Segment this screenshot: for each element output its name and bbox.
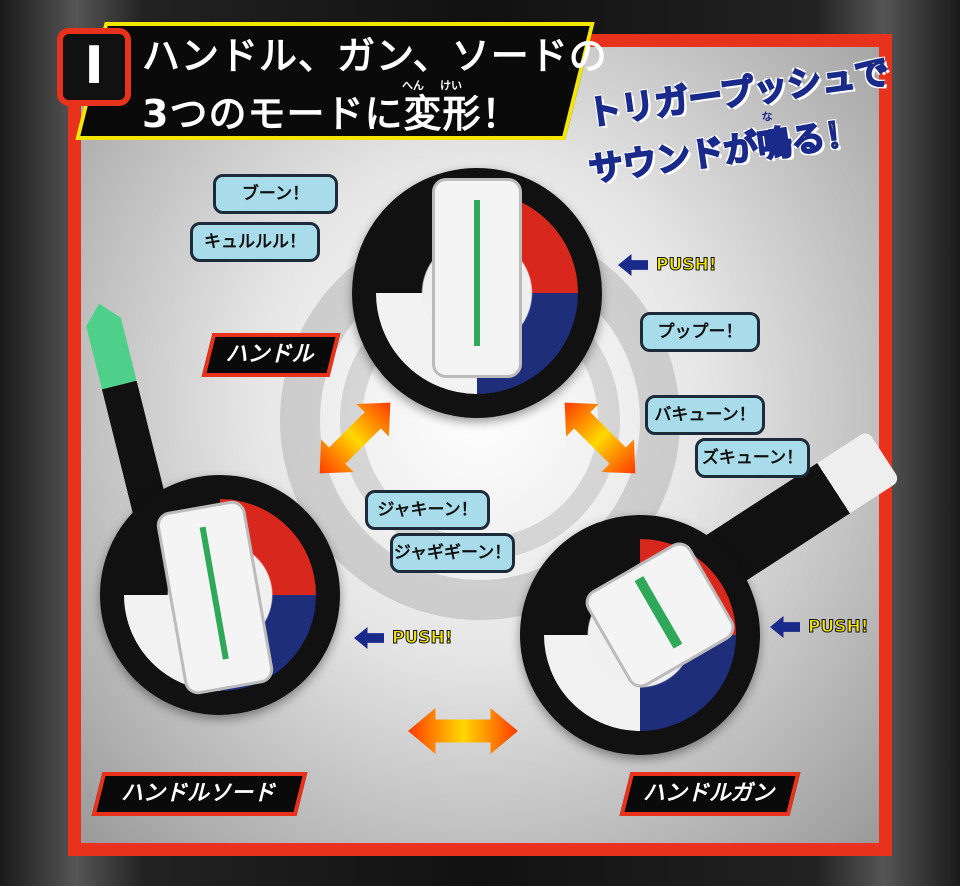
sound-bubble: プップー！ bbox=[640, 312, 760, 352]
sound-bubble: バキューン！ bbox=[645, 395, 765, 435]
sound-bubble: キュルルル！ bbox=[190, 222, 320, 262]
mode-label-handle-gun: ハンドルガン bbox=[619, 772, 801, 816]
arrow-left-icon bbox=[618, 254, 648, 276]
push-label: PUSH! bbox=[808, 617, 869, 638]
sound-bubble: ブーン！ bbox=[213, 174, 338, 214]
sound-bubble: ズキューン！ bbox=[695, 438, 810, 478]
ruby-hen: へん bbox=[402, 79, 424, 92]
sound-bubble: ジャキーン！ bbox=[365, 490, 490, 530]
push-label: PUSH! bbox=[656, 255, 717, 276]
mode-label-handle-sword: ハンドルソード bbox=[91, 772, 308, 816]
header-line-1: ハンドル、ガン、ソードの bbox=[142, 34, 608, 78]
arrow-left-icon bbox=[770, 616, 800, 638]
push-label: PUSH! bbox=[392, 628, 453, 649]
handle-center-plate bbox=[432, 178, 522, 378]
section-number: I bbox=[57, 28, 131, 106]
push-indicator: PUSH! bbox=[618, 254, 717, 276]
push-indicator: PUSH! bbox=[770, 616, 869, 638]
arrow-left-icon bbox=[354, 627, 384, 649]
push-indicator: PUSH! bbox=[354, 627, 453, 649]
ruby-kei: けい bbox=[440, 79, 462, 92]
header-line-2: 3つのモードに変形！ bbox=[142, 92, 521, 136]
mode-label-handle: ハンドル bbox=[201, 333, 341, 377]
sound-bubble: ジャギギーン！ bbox=[390, 533, 515, 573]
